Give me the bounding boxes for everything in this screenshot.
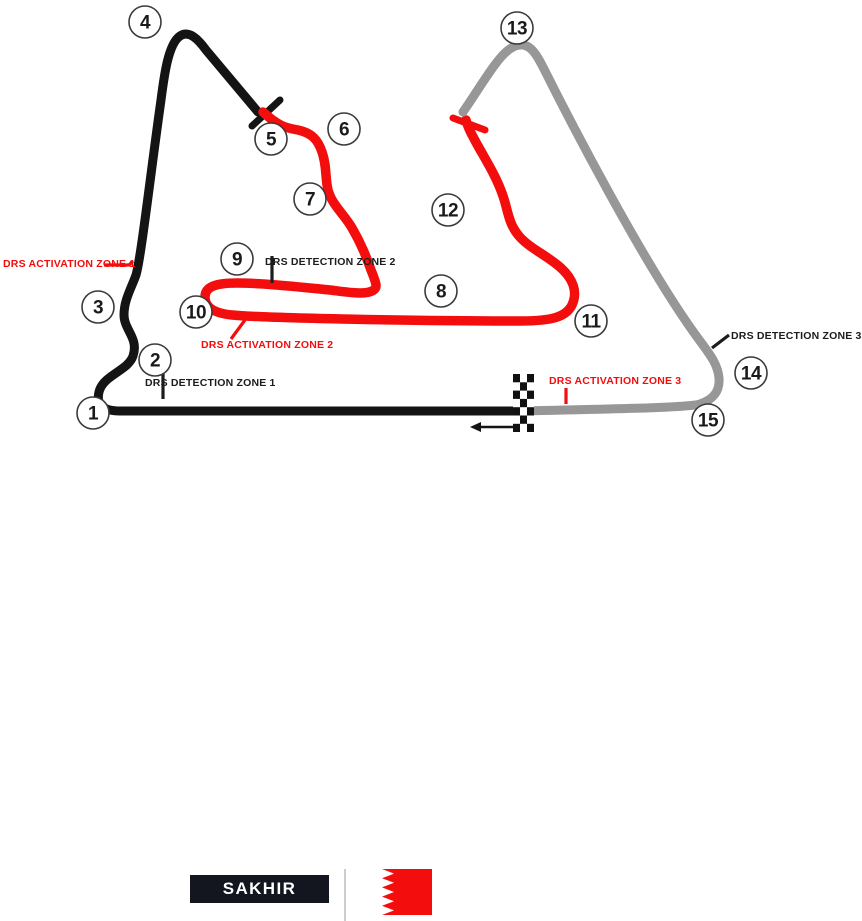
race-direction-arrow xyxy=(470,422,515,432)
turn-marker-3[interactable]: 3 xyxy=(81,290,115,324)
turn-marker-circle xyxy=(431,193,465,227)
turn-marker-label: 3 xyxy=(93,298,103,319)
turn-marker-label: 15 xyxy=(698,411,719,432)
turn-marker-label: 11 xyxy=(581,312,601,333)
circuit-name-label: SAKHIR xyxy=(222,879,297,898)
turn-marker-label: 7 xyxy=(305,190,315,211)
drs-label-detection-zone-3: DRS DETECTION ZONE 3 xyxy=(731,330,862,342)
drs-label-detection-zone-1: DRS DETECTION ZONE 1 xyxy=(145,377,276,389)
turn-marker-15[interactable]: 15 xyxy=(691,403,725,437)
turn-marker-4[interactable]: 4 xyxy=(128,5,162,39)
turn-marker-13[interactable]: 13 xyxy=(500,11,534,45)
turn-marker-7[interactable]: 7 xyxy=(293,182,327,216)
turn-marker-11[interactable]: 11 xyxy=(574,304,608,338)
drs-label-activation-zone-1: DRS ACTIVATION ZONE 1 xyxy=(3,258,135,270)
track-segment-sector-1 xyxy=(93,29,528,416)
turn-marker-5[interactable]: 5 xyxy=(254,122,288,156)
circuit-name-plate: SAKHIR xyxy=(190,875,329,903)
sector-divider-tick-2 xyxy=(449,114,489,134)
turn-marker-label: 14 xyxy=(741,364,762,385)
turn-marker-10[interactable]: 10 xyxy=(179,295,213,329)
turn-marker-label: 12 xyxy=(438,201,458,222)
drs-label-activation-zone-2: DRS ACTIVATION ZONE 2 xyxy=(201,339,333,351)
drs-activation-zone-1-marker xyxy=(104,259,135,267)
turn-marker-circle xyxy=(574,304,608,338)
turn-marker-circle xyxy=(179,295,213,329)
turn-marker-circle xyxy=(138,343,172,377)
turn-marker-circle xyxy=(81,290,115,324)
turn-marker-circle xyxy=(220,242,254,276)
turn-marker-circle xyxy=(500,11,534,45)
turn-marker-label: 6 xyxy=(339,120,349,141)
turn-marker-circle xyxy=(293,182,327,216)
turn-marker-circle xyxy=(424,274,458,308)
turn-marker-2[interactable]: 2 xyxy=(138,343,172,377)
bahrain-flag xyxy=(360,869,432,915)
turn-marker-circle xyxy=(734,356,768,390)
turn-marker-1[interactable]: 1 xyxy=(76,396,110,430)
turn-marker-label: 8 xyxy=(436,282,446,303)
drs-label-detection-zone-2: DRS DETECTION ZONE 2 xyxy=(265,256,396,268)
turn-marker-8[interactable]: 8 xyxy=(424,274,458,308)
turn-marker-label: 10 xyxy=(186,303,206,324)
start-finish-line xyxy=(513,374,534,432)
track-segment-sector-3 xyxy=(458,40,724,416)
turn-marker-circle xyxy=(691,403,725,437)
turn-marker-9[interactable]: 9 xyxy=(220,242,254,276)
turn-marker-14[interactable]: 14 xyxy=(734,356,768,390)
turn-marker-label: 13 xyxy=(507,19,527,40)
turn-marker-circle xyxy=(128,5,162,39)
turn-marker-circle xyxy=(327,112,361,146)
turn-marker-6[interactable]: 6 xyxy=(327,112,361,146)
turn-marker-12[interactable]: 12 xyxy=(431,193,465,227)
turn-marker-label: 9 xyxy=(232,250,242,271)
branding-divider xyxy=(344,869,346,921)
turn-marker-circle xyxy=(254,122,288,156)
drs-detection-zone-3-marker xyxy=(711,333,730,350)
turn-marker-label: 2 xyxy=(150,351,160,372)
turn-marker-label: 5 xyxy=(266,130,277,151)
branding-bar: SAKHIR xyxy=(0,432,862,921)
turn-marker-label: 1 xyxy=(88,404,99,425)
drs-activation-zone-2-marker xyxy=(229,319,247,340)
turn-marker-label: 4 xyxy=(140,13,151,34)
circuit-map: DRS ACTIVATION ZONE 1 DRS DETECTION ZONE… xyxy=(3,5,862,437)
turn-marker-circle xyxy=(76,396,110,430)
drs-label-activation-zone-3: DRS ACTIVATION ZONE 3 xyxy=(549,375,681,387)
track-segment-sector-2 xyxy=(200,107,580,326)
